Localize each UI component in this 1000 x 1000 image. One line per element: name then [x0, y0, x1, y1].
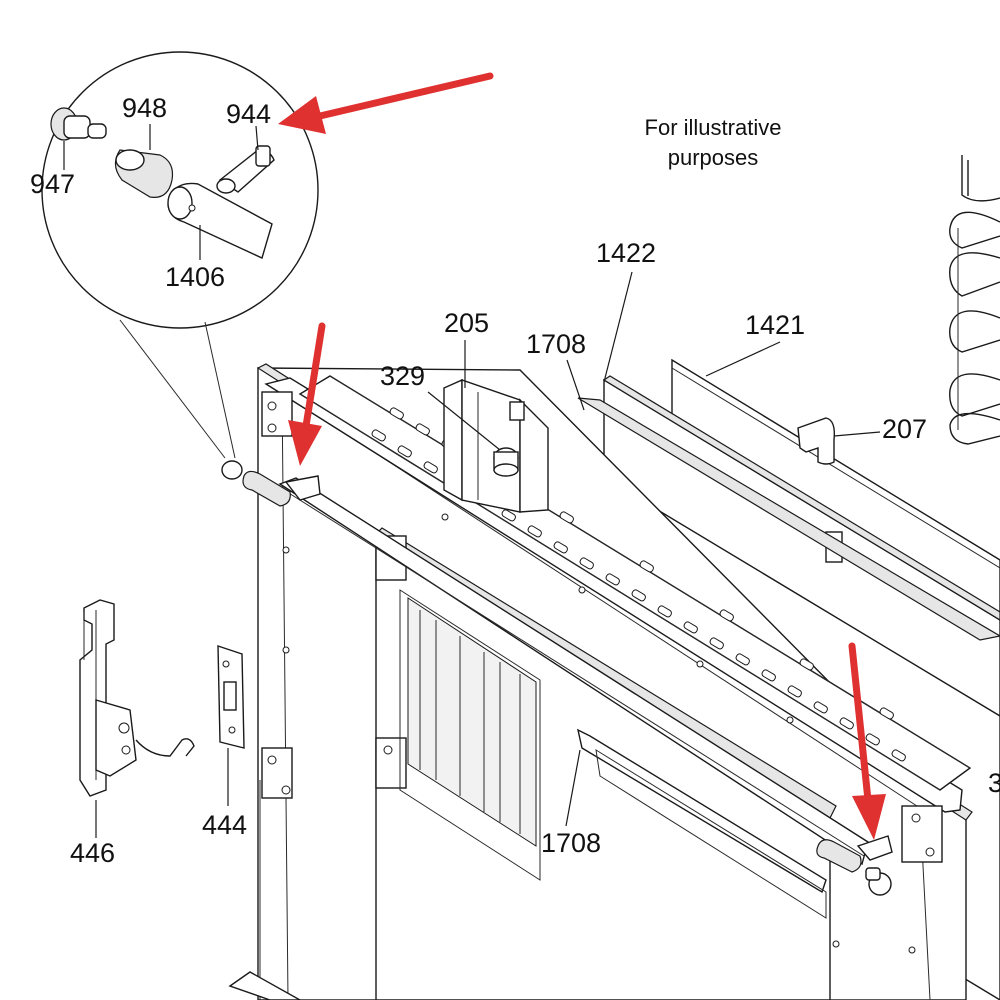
- part-446-hinge: [79, 599, 195, 797]
- red-arrow-icon: [288, 322, 326, 466]
- part-444-receiver: [217, 645, 245, 749]
- corner-bracket-right: [901, 805, 943, 863]
- callout-205: 205: [444, 308, 489, 338]
- rod-end-left: [221, 460, 321, 507]
- door-window-glass: [407, 597, 537, 847]
- detail-magnifier: [41, 51, 319, 459]
- callout-1406: 1406: [165, 262, 225, 292]
- callout-1708-top: 1708: [526, 329, 586, 359]
- part-1708-strip-top: [577, 397, 1000, 641]
- callout-329: 329: [380, 361, 425, 391]
- callout-947: 947: [30, 169, 75, 199]
- door-inner-frame: [375, 527, 837, 1000]
- part-205-bracket: [443, 378, 549, 513]
- callout-partial-3: 3: [988, 768, 1000, 798]
- red-arrow-icon: [278, 72, 494, 134]
- oven-rack: [949, 155, 1000, 445]
- callout-948: 948: [122, 93, 167, 123]
- part-948-sleeve: [114, 149, 174, 198]
- bottom-rail-fragment: [228, 971, 302, 1000]
- part-1406-rod: [167, 182, 273, 259]
- callout-207: 207: [882, 414, 927, 444]
- part-947-knob: [50, 107, 107, 141]
- callout-1421: 1421: [745, 310, 805, 340]
- part-944-pin: [216, 145, 275, 194]
- callout-444: 444: [202, 810, 247, 840]
- illustrative-note-line1: For illustrative: [645, 115, 782, 140]
- illustrative-note-line2: purposes: [668, 145, 759, 170]
- part-1708-strip-bottom: [576, 728, 827, 919]
- part-329-spacer: [493, 447, 519, 477]
- corner-bracket-bottom-left: [261, 747, 293, 799]
- corner-bracket-top-left: [261, 391, 293, 437]
- callout-1708-bottom: 1708: [541, 828, 601, 858]
- rod-end-right: [816, 835, 893, 896]
- red-arrow-icon: [848, 642, 886, 840]
- callout-1422: 1422: [596, 238, 656, 268]
- callout-446: 446: [70, 838, 115, 868]
- callout-944: 944: [226, 99, 271, 129]
